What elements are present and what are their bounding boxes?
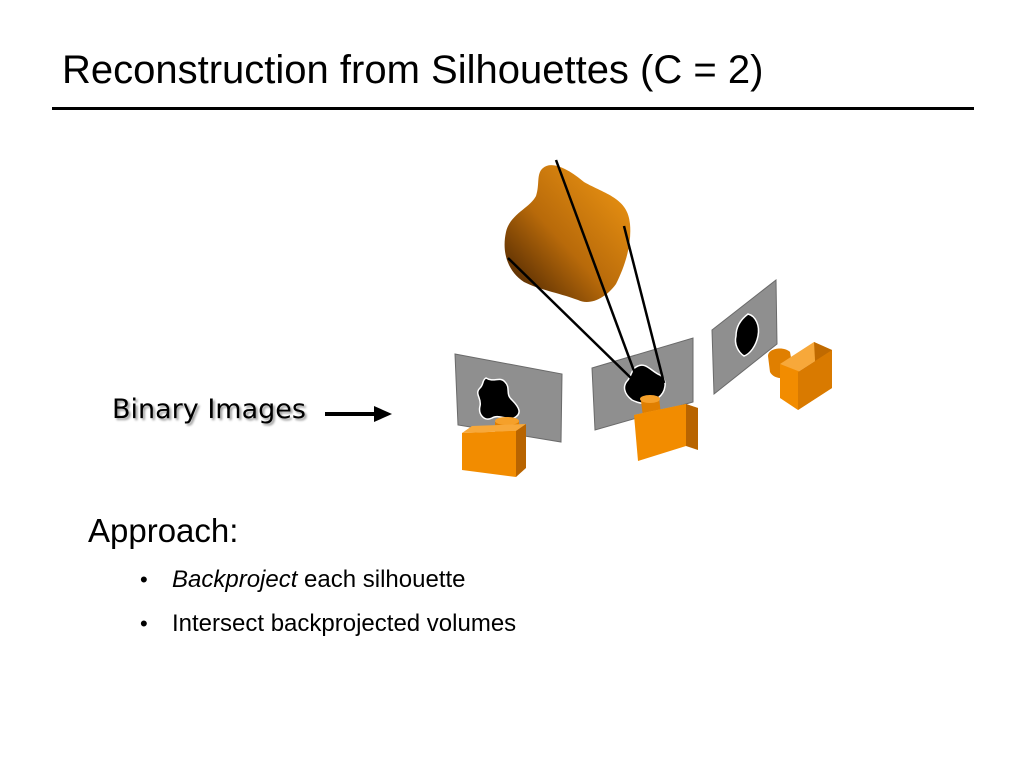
approach-heading: Approach: [88,512,239,549]
backprojection-rays [507,159,666,399]
bullet-text: each silhouette [297,566,466,593]
bullet-marker: • [140,611,148,636]
bullet-item-backproject: • Backproject each silhouette [140,563,516,607]
bullet-marker: • [140,567,148,592]
camera-right [768,342,832,410]
title-divider [52,107,974,110]
approach-bullet-list: • Backproject each silhouette • Intersec… [140,563,516,651]
object-blob [504,165,631,303]
bullet-emphasis: Backproject [172,566,298,593]
arrow-icon [325,406,392,422]
bullet-text: Intersect backprojected volumes [172,610,517,637]
camera-center [634,395,698,461]
slide-title: Reconstruction from Silhouettes (C = 2) [62,48,764,92]
bullet-item-intersect: • Intersect backprojected volumes [140,607,516,651]
binary-images-label: Binary Images [112,394,306,425]
silhouette-right [734,313,760,357]
silhouette-left [477,377,520,420]
camera-left [462,417,526,477]
